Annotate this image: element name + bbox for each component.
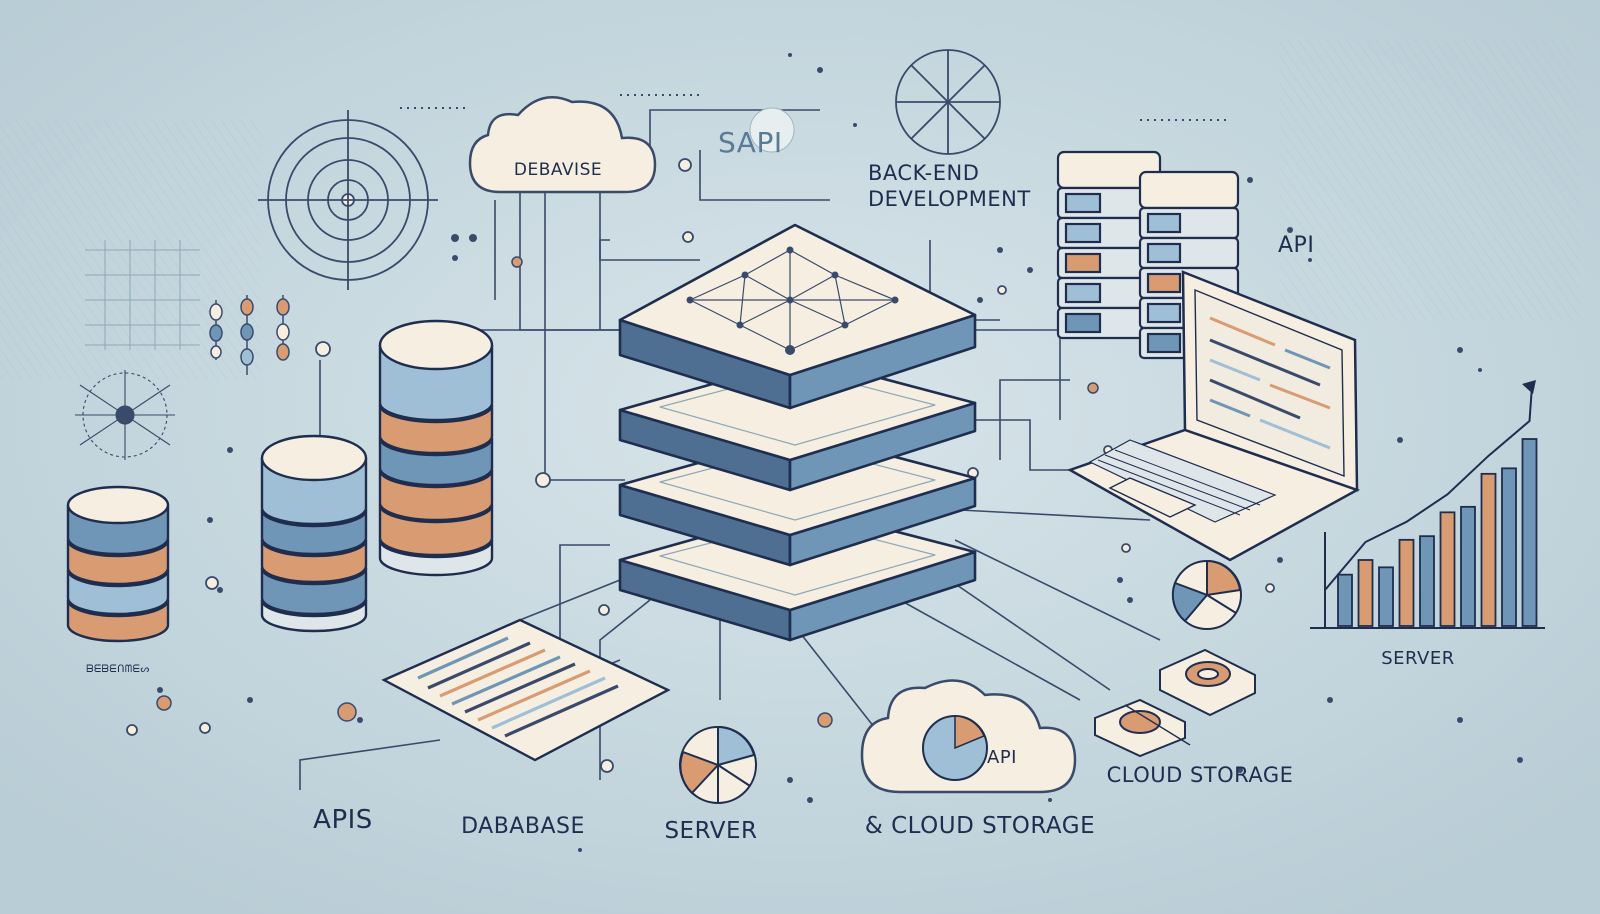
- bar-chart: [1310, 380, 1545, 629]
- server-label: SERVER: [664, 818, 757, 844]
- pie-chart-icon-bottom: [679, 725, 757, 804]
- trend-arrow-icon: [1522, 380, 1536, 394]
- cloud-top-label: DEBAVISE: [514, 160, 602, 180]
- backend-title-line1: BACK-END: [868, 161, 979, 185]
- bead-strings: [209, 295, 290, 375]
- cloud-icon-top: DEBAVISE: [468, 95, 657, 194]
- laptop-keyboard-rows: [1097, 449, 1261, 516]
- pie-chart-icon-right: [1171, 559, 1242, 630]
- sapi-label: SAPI: [718, 126, 783, 159]
- grid-panel: [85, 240, 200, 350]
- chart-bar-4: [1398, 538, 1415, 627]
- laptop-code-lines: [1209, 316, 1331, 450]
- server-right-label: SERVER: [1381, 648, 1455, 669]
- trend-line: [1324, 385, 1533, 591]
- chart-bar-5: [1419, 535, 1435, 627]
- cloud-storage-label: & CLOUD STORAGE: [865, 813, 1095, 839]
- database-cylinder-icon-medium: [260, 434, 368, 633]
- backend-title-line2: DEVELOPMENT: [868, 187, 1031, 211]
- cloud-storage-right-label: CLOUD STORAGE: [1107, 763, 1294, 787]
- stack-layer-2: [618, 356, 977, 492]
- network-mesh-icon: [75, 370, 175, 460]
- storage-disk-icons: [1094, 648, 1256, 758]
- hatch-texture-right: [1280, 40, 1580, 320]
- laptop-icon: [1066, 270, 1361, 562]
- database-label: DABABASE: [461, 814, 585, 839]
- chart-bar-3: [1378, 566, 1394, 627]
- database-cylinder-icon-large: [378, 319, 494, 577]
- chart-bar-9: [1501, 467, 1517, 627]
- accent-dots: [156, 256, 1099, 728]
- chart-bar-1: [1337, 573, 1353, 627]
- apis-label: APIS: [313, 805, 373, 835]
- dotted-guides: [400, 94, 1230, 121]
- central-server-stack: [618, 223, 977, 642]
- cloud-bottom-label: API: [987, 747, 1017, 768]
- small-db-caption: ᗷᗴᗷᗴᑎᗰᗴᔕ: [86, 664, 150, 675]
- api-right-label: API: [1278, 233, 1314, 258]
- chart-bar-10: [1521, 438, 1538, 627]
- chart-bar-6: [1439, 511, 1456, 627]
- chart-bar-7: [1460, 505, 1476, 627]
- chart-bar-2: [1357, 559, 1374, 627]
- bottom-labels: APIS DABABASE SERVER & CLOUD STORAGE: [313, 805, 1095, 844]
- cloud-icon-bottom: API: [860, 679, 1077, 794]
- decorative-dots: [157, 53, 1523, 852]
- document-icon: [381, 618, 671, 762]
- network-nodes: [686, 246, 899, 355]
- server-rack-left: [1056, 150, 1162, 340]
- chart-bar-8: [1480, 472, 1497, 627]
- database-cylinder-icon-small: [66, 485, 170, 643]
- globe-wireframe-icon: [895, 49, 1001, 155]
- sapi-marker: SAPI: [718, 107, 795, 159]
- document-text-lines: [417, 636, 619, 738]
- radar-target-icon: [258, 110, 438, 290]
